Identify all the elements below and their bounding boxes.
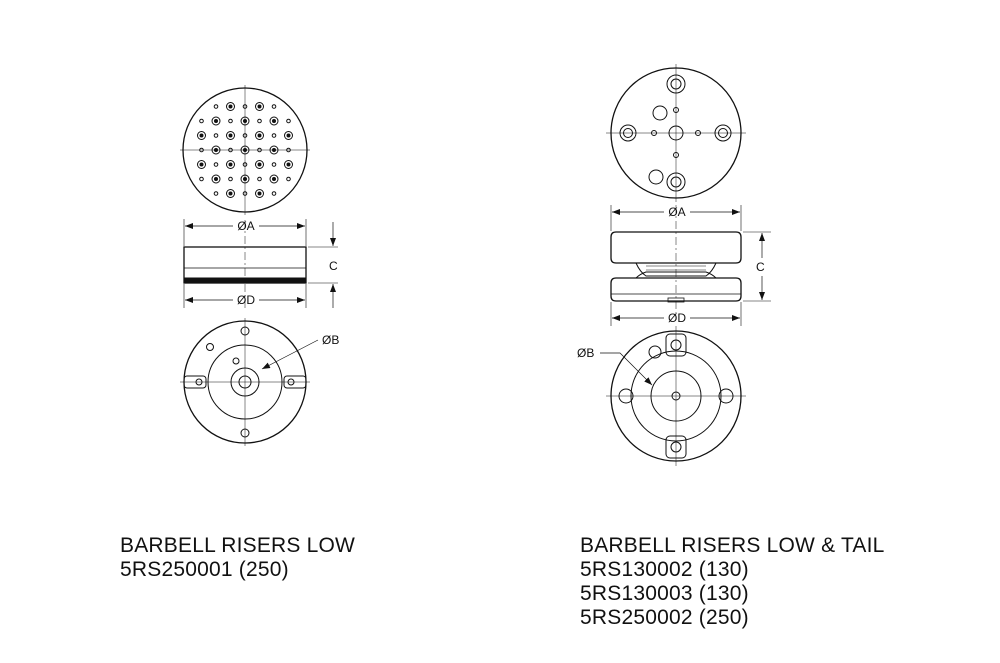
mounting-hole-icon bbox=[286, 147, 291, 153]
mounting-hole-icon bbox=[242, 133, 248, 138]
mounting-hole-icon bbox=[286, 176, 291, 182]
hole-core-icon bbox=[228, 104, 233, 109]
hole-core-icon bbox=[214, 119, 218, 123]
left-side-view bbox=[183, 219, 338, 310]
mounting-hole-icon bbox=[197, 131, 206, 140]
left-dim-c-label: C bbox=[329, 259, 338, 273]
mounting-hole-icon bbox=[199, 147, 204, 153]
hole-core-icon bbox=[257, 191, 262, 196]
mounting-hole-icon bbox=[257, 147, 262, 153]
right-top-view bbox=[606, 64, 746, 202]
right-bottom-view bbox=[600, 326, 746, 466]
right-side-view bbox=[610, 205, 771, 326]
hole-core-icon bbox=[243, 119, 247, 123]
mounting-hole-icon bbox=[257, 176, 262, 182]
mounting-hole-icon bbox=[255, 102, 264, 111]
left-caption: BARBELL RISERS LOW 5RS250001 (250) bbox=[120, 534, 355, 582]
hole-core-icon bbox=[199, 162, 204, 167]
mounting-hole-icon bbox=[199, 176, 204, 182]
right-dim-b-label: ØB bbox=[577, 346, 594, 360]
hole-core-icon bbox=[243, 148, 247, 152]
right-part-number: 5RS250002 (250) bbox=[580, 606, 749, 629]
mounting-hole-icon bbox=[226, 189, 235, 198]
right-part-number: 5RS130002 (130) bbox=[580, 558, 749, 581]
right-dim-d-label: ØD bbox=[668, 311, 686, 325]
mounting-hole-icon bbox=[199, 118, 204, 124]
mounting-hole-icon bbox=[286, 118, 291, 124]
right-caption-title: BARBELL RISERS LOW & TAIL bbox=[580, 534, 885, 557]
mounting-hole-icon bbox=[271, 191, 277, 196]
hole-core-icon bbox=[214, 177, 218, 181]
left-part-number: 5RS250001 (250) bbox=[120, 558, 289, 581]
mounting-hole-icon bbox=[284, 131, 293, 140]
mounting-hole-icon bbox=[242, 162, 248, 167]
right-dim-c-label: C bbox=[756, 260, 765, 274]
mounting-hole-icon bbox=[228, 176, 233, 182]
left-dim-a-label: ØA bbox=[237, 219, 254, 233]
hole-core-icon bbox=[272, 119, 276, 123]
mounting-hole-icon bbox=[255, 131, 264, 140]
left-dim-b-label: ØB bbox=[322, 333, 339, 347]
hole-core-icon bbox=[199, 133, 204, 138]
mounting-hole-icon bbox=[226, 131, 235, 140]
left-dim-d-label: ØD bbox=[237, 293, 255, 307]
mounting-hole-icon bbox=[213, 191, 219, 196]
mounting-hole-icon bbox=[211, 145, 221, 155]
hole-core-icon bbox=[228, 191, 233, 196]
hole-core-icon bbox=[257, 133, 262, 138]
mounting-hole-icon bbox=[269, 116, 279, 126]
left-bottom-view bbox=[180, 318, 319, 446]
mounting-hole-icon bbox=[240, 145, 250, 155]
mounting-hole-icon bbox=[197, 160, 206, 169]
hole-core-icon bbox=[228, 133, 233, 138]
left-caption-title: BARBELL RISERS LOW bbox=[120, 534, 356, 557]
mounting-hole-icon bbox=[211, 116, 221, 126]
mounting-hole-icon bbox=[211, 174, 221, 184]
right-dim-a-label: ØA bbox=[668, 205, 685, 219]
mounting-hole-icon bbox=[213, 162, 219, 167]
mounting-hole-icon bbox=[228, 118, 233, 124]
hole-core-icon bbox=[214, 148, 218, 152]
mounting-hole-icon bbox=[213, 133, 219, 138]
mounting-hole-icon bbox=[242, 104, 248, 109]
hole-core-icon bbox=[243, 177, 247, 181]
mounting-hole-icon bbox=[271, 104, 277, 109]
mounting-hole-icon bbox=[284, 160, 293, 169]
mounting-hole-icon bbox=[255, 160, 264, 169]
hole-core-icon bbox=[286, 162, 291, 167]
mounting-hole-icon bbox=[271, 133, 277, 138]
hole-core-icon bbox=[257, 104, 262, 109]
mounting-hole-icon bbox=[242, 191, 248, 196]
hole-core-icon bbox=[272, 148, 276, 152]
mounting-hole-icon bbox=[240, 116, 250, 126]
hole-core-icon bbox=[257, 162, 262, 167]
mounting-hole-icon bbox=[213, 104, 219, 109]
mounting-hole-icon bbox=[271, 162, 277, 167]
right-caption: BARBELL RISERS LOW & TAIL 5RS130002 (130… bbox=[580, 534, 885, 630]
hole-core-icon bbox=[272, 177, 276, 181]
mounting-hole-icon bbox=[240, 174, 250, 184]
mounting-holes bbox=[197, 102, 293, 198]
left-top-view bbox=[180, 85, 310, 215]
hole-core-icon bbox=[228, 162, 233, 167]
right-part-number: 5RS130003 (130) bbox=[580, 582, 749, 605]
mounting-hole-icon bbox=[255, 189, 264, 198]
mounting-hole-icon bbox=[228, 147, 233, 153]
mounting-hole-icon bbox=[257, 118, 262, 124]
hole-core-icon bbox=[286, 133, 291, 138]
mounting-hole-icon bbox=[269, 174, 279, 184]
mounting-hole-icon bbox=[226, 160, 235, 169]
mounting-hole-icon bbox=[226, 102, 235, 111]
mounting-hole-icon bbox=[269, 145, 279, 155]
